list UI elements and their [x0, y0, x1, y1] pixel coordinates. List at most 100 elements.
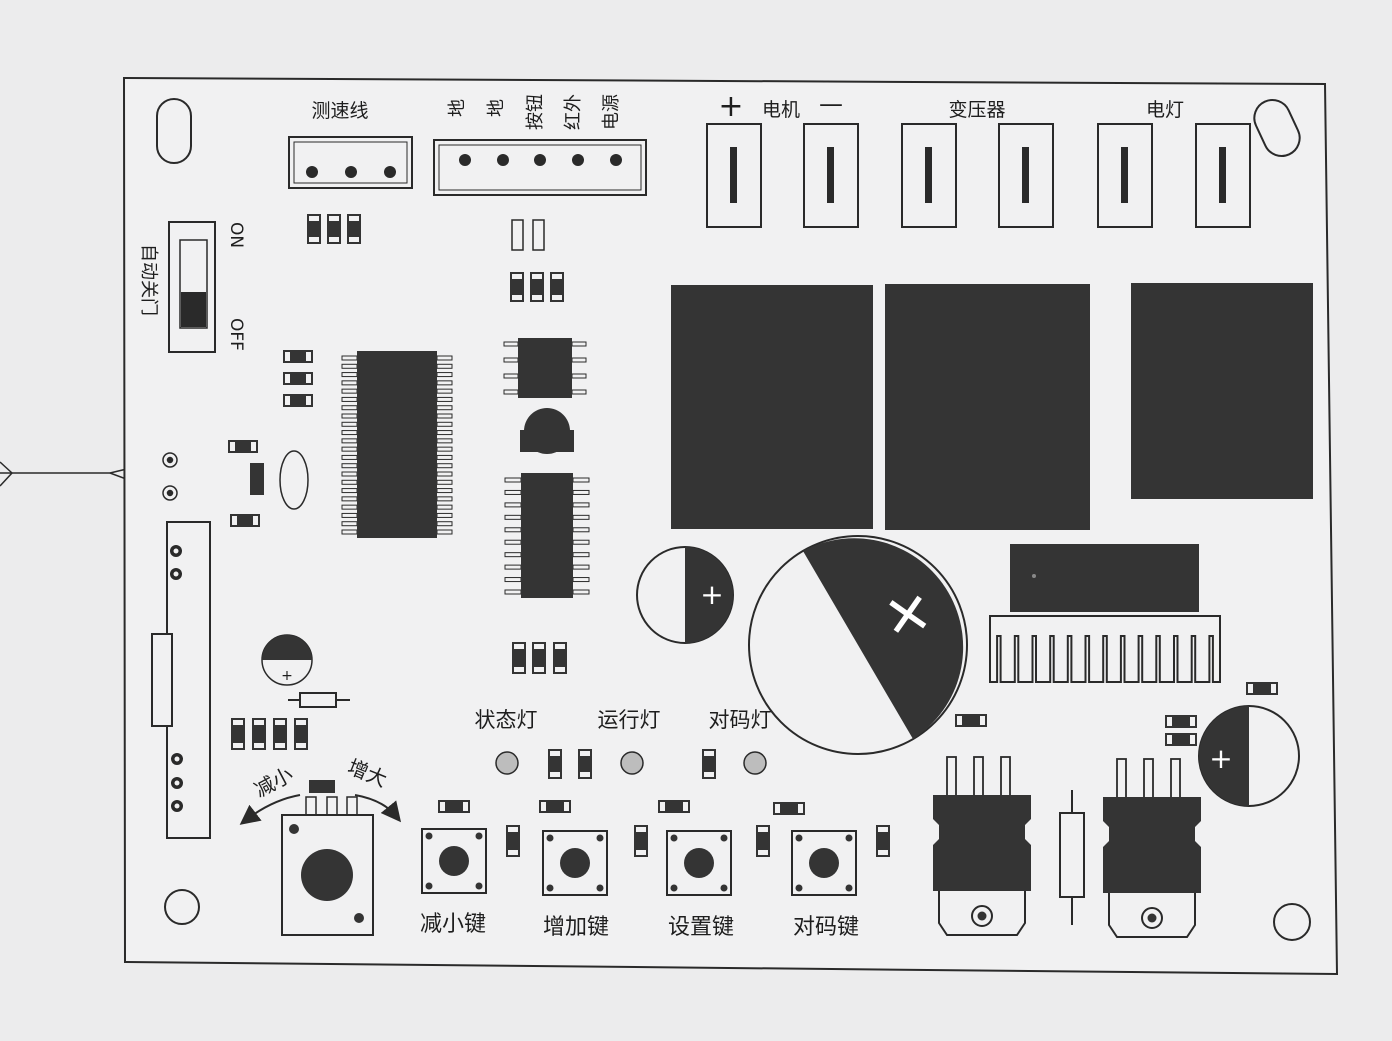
tactile-key[interactable]: [791, 830, 857, 896]
smd-part: [539, 800, 571, 813]
pairing-led-label: 对码灯: [709, 708, 772, 732]
regulator-ic: [1010, 544, 1199, 612]
io-pin-label: 地: [447, 99, 468, 117]
increase-key-label: 增加键: [543, 915, 609, 940]
smd-part: [273, 718, 287, 750]
smd-part: [510, 272, 524, 302]
driver-chip: [521, 473, 573, 598]
io-pin-label: 按钮: [525, 94, 546, 130]
crystal: [279, 450, 309, 510]
smd-part: [512, 642, 526, 674]
antenna-pads: [162, 452, 178, 501]
smd-part: [228, 440, 258, 453]
eeprom-chip: [518, 338, 572, 398]
smd-part: [548, 749, 562, 779]
smd-part: [702, 749, 716, 779]
terminal-motor-plus: [706, 123, 762, 228]
set-key-label: 设置键: [668, 915, 734, 940]
relay-transformer: [885, 284, 1090, 530]
smd-part: [252, 718, 266, 750]
smd-part: [532, 642, 546, 674]
smd-part: [550, 272, 564, 302]
smd-part: [327, 214, 341, 244]
smd-part: [294, 718, 308, 750]
motor-minus-sign: —: [819, 90, 843, 118]
axial-diode: [1059, 790, 1085, 925]
spade-terminals: [706, 123, 1251, 228]
smd-part: [634, 825, 648, 857]
mounting-holes: [156, 98, 1311, 941]
mounting-hole-tl: [156, 98, 192, 164]
smd-part: [438, 800, 470, 813]
pairing-key-label: 对码键: [793, 915, 859, 940]
smd-part: [1165, 715, 1197, 728]
smd-part: [578, 749, 592, 779]
smd-part: [530, 272, 544, 302]
capacitor-plus: +: [700, 578, 723, 611]
to220-device: [1103, 758, 1201, 938]
ic-pins: [341, 341, 590, 595]
decrease-key-label: 减小键: [420, 912, 486, 937]
capacitor-medium: +: [636, 546, 734, 644]
smd-part: [756, 825, 770, 857]
capacitor-plus: +: [281, 668, 293, 684]
tactile-key[interactable]: [421, 828, 487, 894]
run-led: [620, 751, 644, 775]
terminal-lamp-1: [1097, 123, 1153, 228]
terminal-transformer-2: [998, 123, 1054, 228]
capacitor-small: +: [1198, 705, 1300, 807]
smd-part: [955, 714, 987, 727]
smd-components: [228, 214, 1278, 857]
pot-arrow-left: [239, 794, 301, 825]
io-pin-label: 红外: [563, 94, 584, 130]
power-transistors: [933, 756, 1201, 938]
smd-part: [876, 825, 890, 857]
auto-close-switch: 自动关门 ON OFF: [138, 221, 246, 353]
smd-part: [773, 802, 805, 815]
smd-part: [231, 718, 245, 750]
mounting-hole-tr: [1253, 99, 1301, 157]
io-connector: 地 地 按钮 红外 电源: [433, 94, 647, 196]
tactile-key[interactable]: [666, 830, 732, 896]
smd-part: [230, 514, 260, 527]
smd-part: [250, 463, 264, 495]
relay-lamp: [1131, 283, 1313, 499]
smd-part: [283, 394, 313, 407]
io-pin-label: 电源: [601, 94, 622, 130]
to220-device: [933, 756, 1031, 936]
pot-arrow-right: [354, 794, 402, 823]
smd-part: [506, 825, 520, 857]
potentiometer[interactable]: 减小 增大: [239, 754, 402, 936]
lamp-label: 电灯: [1146, 99, 1184, 121]
capacitor-plus: +: [1209, 742, 1232, 775]
transformer-label: 变压器: [948, 99, 1005, 121]
status-led: [495, 751, 519, 775]
capacitor-large: +: [748, 535, 968, 755]
mounting-hole-bl: [164, 889, 200, 925]
speed-wire-connector: 测速线: [288, 100, 413, 189]
relay-motor: [671, 285, 873, 529]
switch-off-label: OFF: [226, 318, 246, 351]
smd-part: [283, 372, 313, 385]
heatsink: [989, 615, 1221, 683]
status-led-label: 状态灯: [475, 708, 538, 732]
axial-resistor: [288, 692, 350, 708]
motor-plus-sign: +: [718, 89, 743, 124]
switch-on-label: ON: [226, 222, 246, 248]
smd-part: [1165, 733, 1197, 746]
capacitor-tiny: +: [261, 634, 313, 686]
tactile-key[interactable]: [542, 830, 608, 896]
indicator-leds: [495, 751, 767, 775]
terminal-lamp-2: [1195, 123, 1251, 228]
side-header: [151, 521, 211, 839]
motor-label: 电机: [762, 99, 800, 121]
smd-pad: [511, 219, 524, 251]
run-led-label: 运行灯: [598, 708, 661, 732]
smd-part: [658, 800, 690, 813]
tactile-keys: [421, 828, 857, 896]
mcu-chip: [357, 351, 437, 538]
smd-part: [1246, 682, 1278, 695]
io-pin-label: 地: [486, 99, 507, 117]
